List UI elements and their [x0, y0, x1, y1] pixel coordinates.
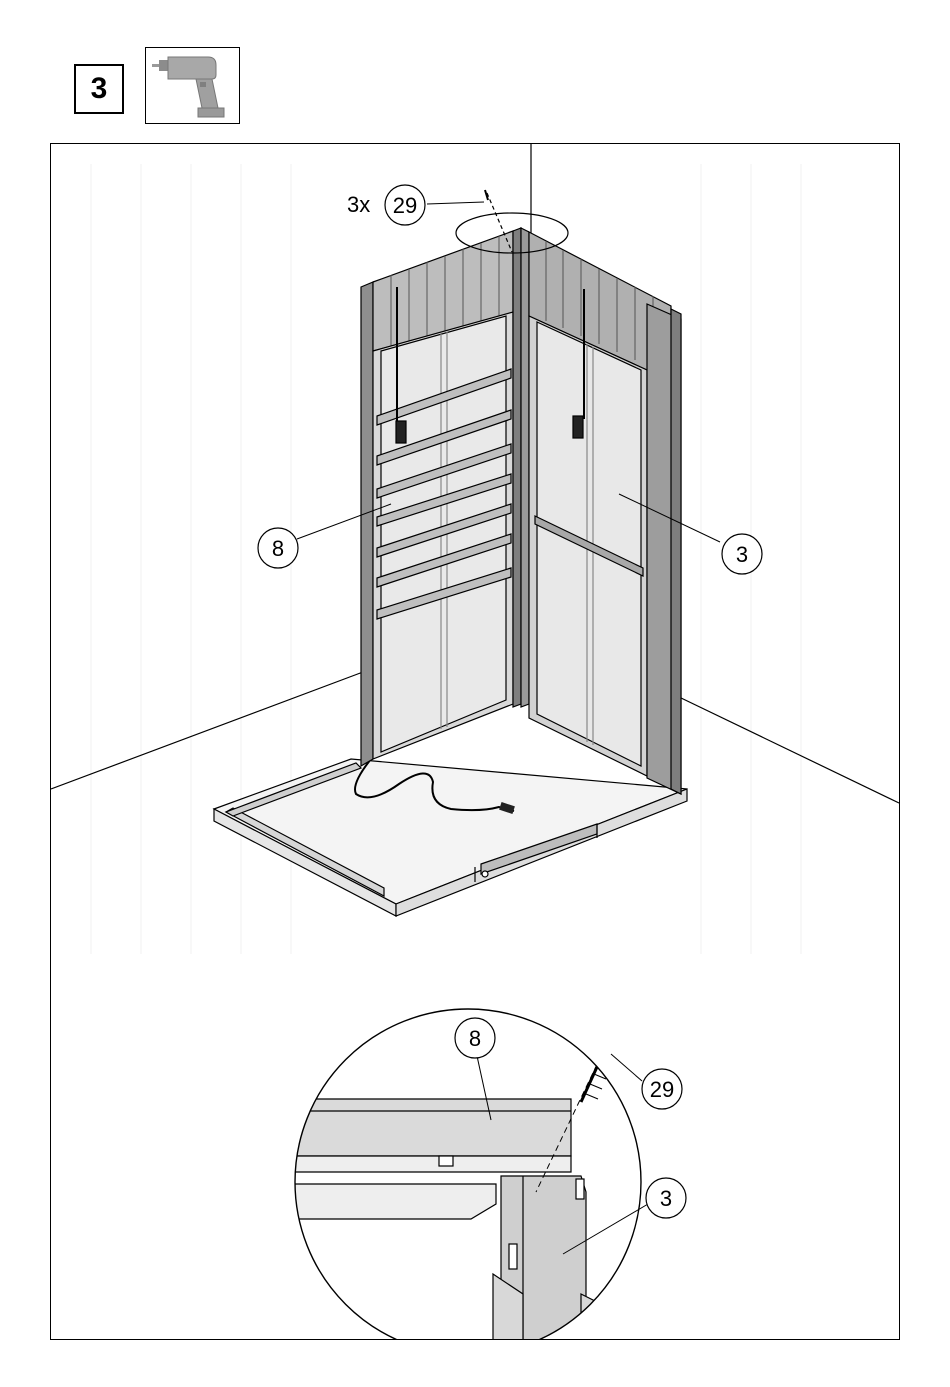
detail-circle [295, 1009, 641, 1339]
callout-29-label: 29 [393, 193, 417, 218]
detail-view: 8 29 3 [291, 1009, 686, 1339]
callout-8-label: 8 [272, 536, 284, 561]
detail-callout-3-label: 3 [660, 1186, 672, 1211]
tool-box [145, 47, 240, 124]
drill-icon [146, 48, 239, 123]
callout-3-label: 3 [736, 542, 748, 567]
assembly-illustration: 3x 29 8 3 [51, 144, 899, 1339]
left-wall-panel [361, 228, 521, 766]
screw-quantity-label: 3x [347, 192, 370, 217]
illustration-frame: 3x 29 8 3 [50, 143, 900, 1340]
step-number: 3 [91, 72, 108, 106]
detail-callout-8-label: 8 [469, 1026, 481, 1051]
floor-base [214, 759, 687, 916]
detail-callout-29-label: 29 [650, 1077, 674, 1102]
right-wall-panel [521, 228, 681, 794]
step-number-box: 3 [74, 64, 124, 114]
